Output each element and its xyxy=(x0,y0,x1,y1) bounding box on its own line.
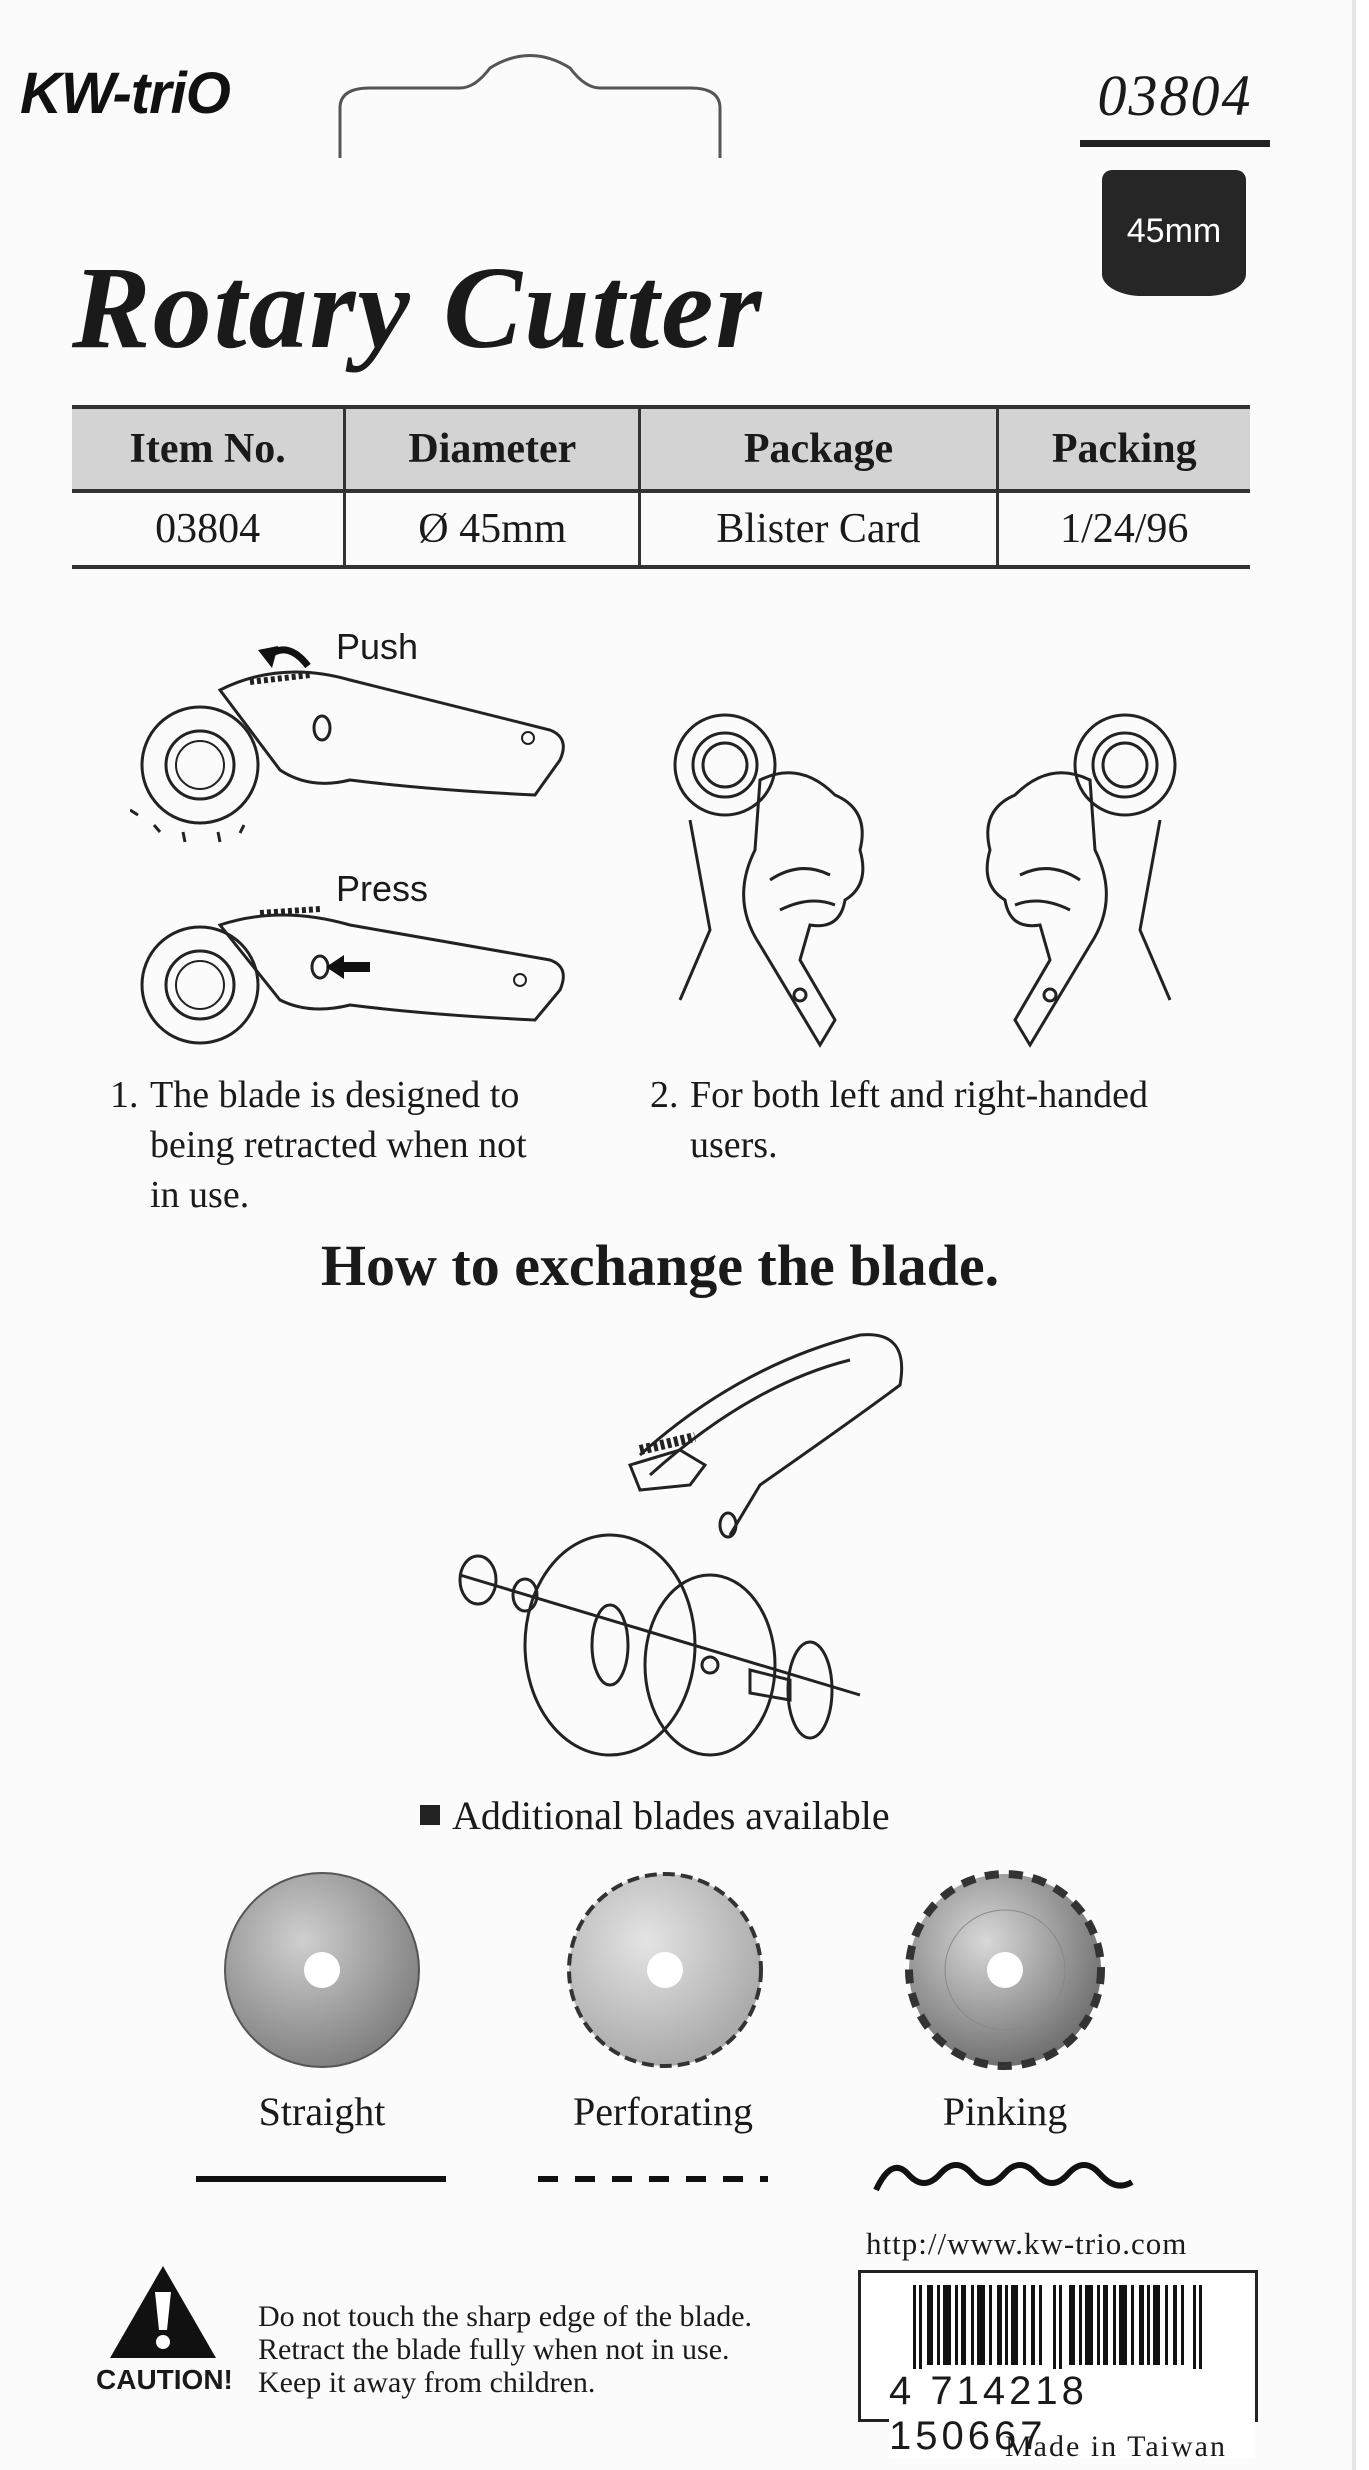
step-text: For both left and right-handed users. xyxy=(690,1070,1148,1170)
blade-label-pinking: Pinking xyxy=(942,2089,1068,2134)
blade-label-perforating: Perforating xyxy=(573,2089,753,2134)
spec-cell: 03804 xyxy=(72,491,345,569)
straight-edge-sample xyxy=(196,2176,446,2182)
product-title: Rotary Cutter xyxy=(72,242,764,373)
step-line: being retracted when not xyxy=(150,1124,527,1166)
spec-header-cell: Diameter xyxy=(343,405,640,493)
spec-cell: Ø 45mm xyxy=(343,491,640,569)
blade-exchange-illustration xyxy=(458,1333,904,1757)
code-underline xyxy=(1080,140,1270,147)
press-arrow-icon xyxy=(326,955,370,979)
caution-label: CAUTION! xyxy=(96,2364,233,2395)
blades-heading: Additional blades available xyxy=(420,1792,890,1839)
website-url: http://www.kw-trio.com xyxy=(866,2226,1188,2261)
perforating-edge-sample xyxy=(538,2176,768,2182)
press-label: Press xyxy=(336,868,429,909)
barcode-number: 4 714218 150667 xyxy=(889,2369,1255,2459)
spec-cell: Blister Card xyxy=(638,491,997,569)
instruction-step-1: 1. The blade is designed to being retrac… xyxy=(110,1070,630,1230)
step-line: users. xyxy=(690,1124,778,1166)
step-text: The blade is designed to being retracted… xyxy=(150,1070,527,1220)
spec-header-cell: Package xyxy=(638,405,997,493)
barcode-icon xyxy=(913,2285,1202,2380)
pinking-edge-sample xyxy=(873,2162,1134,2192)
blades-heading-text: Additional blades available xyxy=(452,1793,890,1838)
size-tag-label: 45mm xyxy=(1126,212,1222,250)
brand-logo: KW-triO xyxy=(20,61,231,126)
step-number: 2. xyxy=(650,1074,679,1116)
warning-line: Retract the blade fully when not in use. xyxy=(258,2333,730,2366)
straight-blade-image xyxy=(224,1872,420,2068)
hands-illustration xyxy=(673,713,1177,1048)
spec-cell: 1/24/96 xyxy=(995,491,1250,569)
spec-table: Item No. Diameter Package Packing 03804 … xyxy=(72,405,1250,569)
blade-label-straight: Straight xyxy=(258,2089,386,2134)
spec-header-cell: Packing xyxy=(995,405,1250,493)
exchange-heading: How to exchange the blade. xyxy=(320,1233,1000,1298)
spec-header-row: Item No. Diameter Package Packing xyxy=(72,405,1250,493)
spec-header-cell: Item No. xyxy=(72,405,345,493)
warning-text: Do not touch the sharp edge of the blade… xyxy=(258,2300,752,2399)
cutter-push-illustration xyxy=(130,670,565,843)
bullet-square-icon xyxy=(420,1805,440,1825)
caution-triangle-icon xyxy=(110,2266,216,2358)
warning-line: Keep it away from children. xyxy=(258,2366,596,2399)
barcode: 4 714218 150667 xyxy=(858,2270,1258,2459)
step-line: For both left and right-handed xyxy=(690,1074,1149,1116)
push-label: Push xyxy=(336,626,419,667)
push-arrow-icon xyxy=(258,646,311,669)
step-number: 1. xyxy=(110,1074,139,1116)
pinking-blade-image xyxy=(905,1870,1105,2070)
cutter-press-illustration xyxy=(140,906,565,1045)
made-in-label: Made in Taiwan xyxy=(1005,2430,1227,2463)
perforating-blade-image xyxy=(567,1872,763,2068)
hang-hole xyxy=(338,54,722,158)
warning-line: Do not touch the sharp edge of the blade… xyxy=(258,2300,753,2333)
size-tag: 45mm xyxy=(1102,170,1246,296)
blade-flash-icon xyxy=(130,808,246,843)
spec-row: 03804 Ø 45mm Blister Card 1/24/96 xyxy=(72,491,1250,569)
step-line: in use. xyxy=(150,1174,250,1216)
product-code: 03804 xyxy=(1097,63,1253,128)
instruction-step-2: 2. For both left and right-handed users. xyxy=(650,1070,1250,1180)
step-line: The blade is designed to xyxy=(150,1074,520,1116)
